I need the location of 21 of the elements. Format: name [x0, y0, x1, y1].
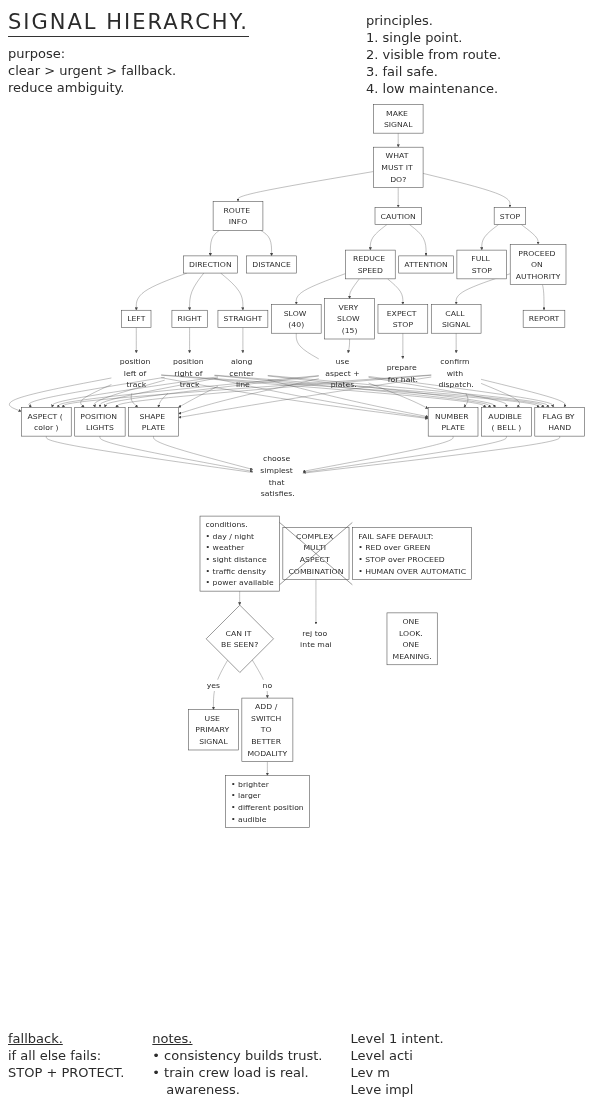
section-heading: notes.: [152, 1030, 194, 1047]
list-item: • consistency builds trust.: [152, 1047, 323, 1064]
section-heading: purpose:: [8, 45, 67, 62]
list-item: 2. visible from route.: [366, 46, 503, 63]
list-item: • train crew load is real.: [152, 1064, 310, 1081]
list-item: 3. fail safe.: [366, 63, 439, 80]
section-heading: fallback.: [8, 1030, 64, 1047]
level-label: Leve impl: [350, 1081, 415, 1098]
note-text: reduce ambiguity.: [8, 79, 126, 96]
level-label: Level 1 intent.: [350, 1030, 444, 1047]
note-text: STOP + PROTECT.: [8, 1064, 125, 1081]
note-text: if all else fails:: [8, 1047, 103, 1064]
note-text: clear > urgent > fallback.: [8, 62, 178, 79]
list-item: 1. single point.: [366, 29, 464, 46]
list-item: 4. low maintenance.: [366, 80, 500, 97]
level-label: Level acti: [350, 1047, 414, 1064]
list-item: awareness.: [166, 1081, 241, 1098]
connector: [296, 333, 319, 360]
section-heading: principles.: [366, 12, 434, 29]
title: SIGNAL HIERARCHY.: [8, 10, 249, 37]
level-label: Lev m: [350, 1064, 391, 1081]
